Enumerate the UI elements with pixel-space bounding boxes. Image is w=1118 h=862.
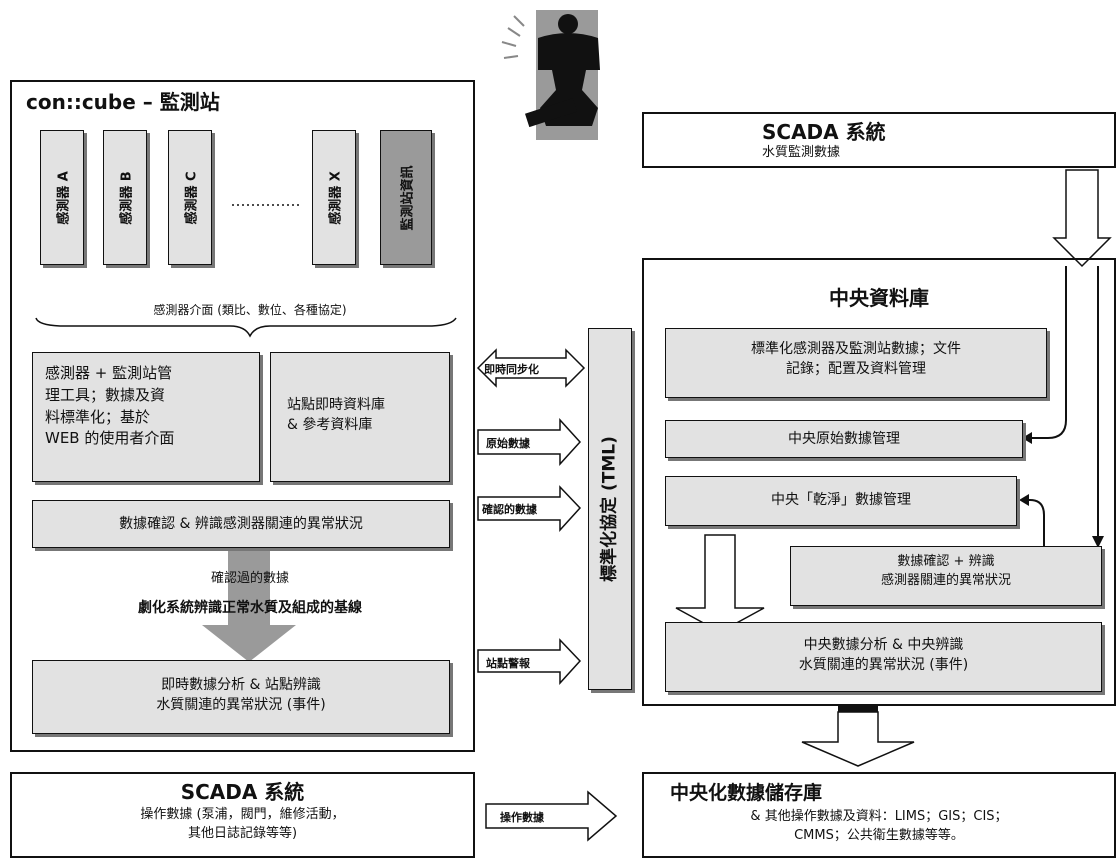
worker-icon	[501, 10, 600, 140]
realtime-analysis: 即時數據分析 & 站點辨識 水質關連的異常狀況 (事件)	[32, 660, 450, 734]
raw-data-arrow	[477, 418, 582, 466]
raw-connector	[1030, 266, 1067, 439]
ops-data-label: 操作數據	[500, 811, 544, 824]
tml-protocol: 標準化協定 (TML)	[588, 328, 632, 690]
validated-data-label: 確認過的數據	[210, 571, 289, 586]
validated-arrow	[477, 485, 582, 532]
standardized-data: 標準化感測器及監測站數據；文件 記錄；配置及資料管理	[665, 328, 1047, 398]
storage-down-arrow	[801, 711, 915, 767]
station-validation: 數據確認 & 辨識感測器關連的異常狀況	[32, 500, 450, 548]
storage-subtitle: & 其他操作數據及資料：LIMS；GIS；CIS； CMMS；公共衛生數據等等。	[750, 809, 1008, 843]
sync-label: 即時同步化	[484, 363, 539, 376]
validated-data-arrow	[202, 548, 296, 662]
central-analysis: 中央數據分析 & 中央辨識 水質關連的異常狀況 (事件)	[665, 622, 1102, 692]
management-tools: 感測器 + 監測站管 理工具；數據及資 料標準化；基於 WEB 的使用者介面	[32, 352, 260, 482]
station-info: 監測站資訊	[380, 130, 432, 265]
analysis-down-arrow	[675, 534, 765, 633]
validated-label: 確認的數據	[482, 503, 537, 516]
station-title: con::cube – 監測站	[26, 90, 220, 114]
interface-label: 感測器介面 (類比、數位、各種協定)	[153, 303, 347, 317]
interface-brace	[35, 317, 457, 338]
central-database: 中央資料庫	[642, 258, 1116, 706]
sensor-c: 感測器 C	[168, 130, 212, 265]
scada-bottom: SCADA 系統 操作數據 (泵浦，閥門，維修活動， 其他日誌記錄等等)	[10, 772, 475, 858]
scada-top-subtitle: 水質監測數據	[762, 145, 841, 160]
sync-arrow	[476, 348, 586, 388]
alarm-arrow	[477, 638, 582, 685]
baseline-label: 劇化系統辨識正常水質及組成的基線	[138, 600, 362, 616]
monitoring-station: con::cube – 監測站	[10, 80, 475, 752]
central-clean-management: 中央「乾淨」數據管理	[665, 476, 1017, 526]
central-storage: 中央化數據儲存庫 & 其他操作數據及資料：LIMS；GIS；CIS； CMMS；…	[642, 772, 1116, 858]
central-db-title: 中央資料庫	[829, 286, 929, 310]
alarm-label: 站點警報	[486, 657, 530, 670]
scada-top-title: SCADA 系統	[762, 120, 886, 144]
raw-data-label: 原始數據	[486, 437, 530, 450]
central-raw-management: 中央原始數據管理	[665, 420, 1023, 458]
sensor-b: 感測器 B	[103, 130, 147, 265]
scada-down-arrow	[1052, 169, 1112, 268]
scada-bottom-subtitle: 操作數據 (泵浦，閥門，維修活動， 其他日誌記錄等等)	[140, 807, 345, 841]
ops-data-arrow	[485, 790, 618, 842]
local-database: 站點即時資料庫 & 參考資料庫	[270, 352, 450, 482]
scada-bottom-title: SCADA 系統	[180, 780, 305, 804]
sensor-x: 感測器 X	[312, 130, 356, 265]
scada-top: SCADA 系統 水質監測數據	[642, 112, 1116, 168]
storage-title: 中央化數據儲存庫	[670, 782, 823, 804]
sensor-a: 感測器 A	[40, 130, 84, 265]
central-validation: 數據確認 + 辨識 感測器關連的異常狀況	[790, 546, 1102, 606]
clean-connector	[1025, 499, 1045, 546]
